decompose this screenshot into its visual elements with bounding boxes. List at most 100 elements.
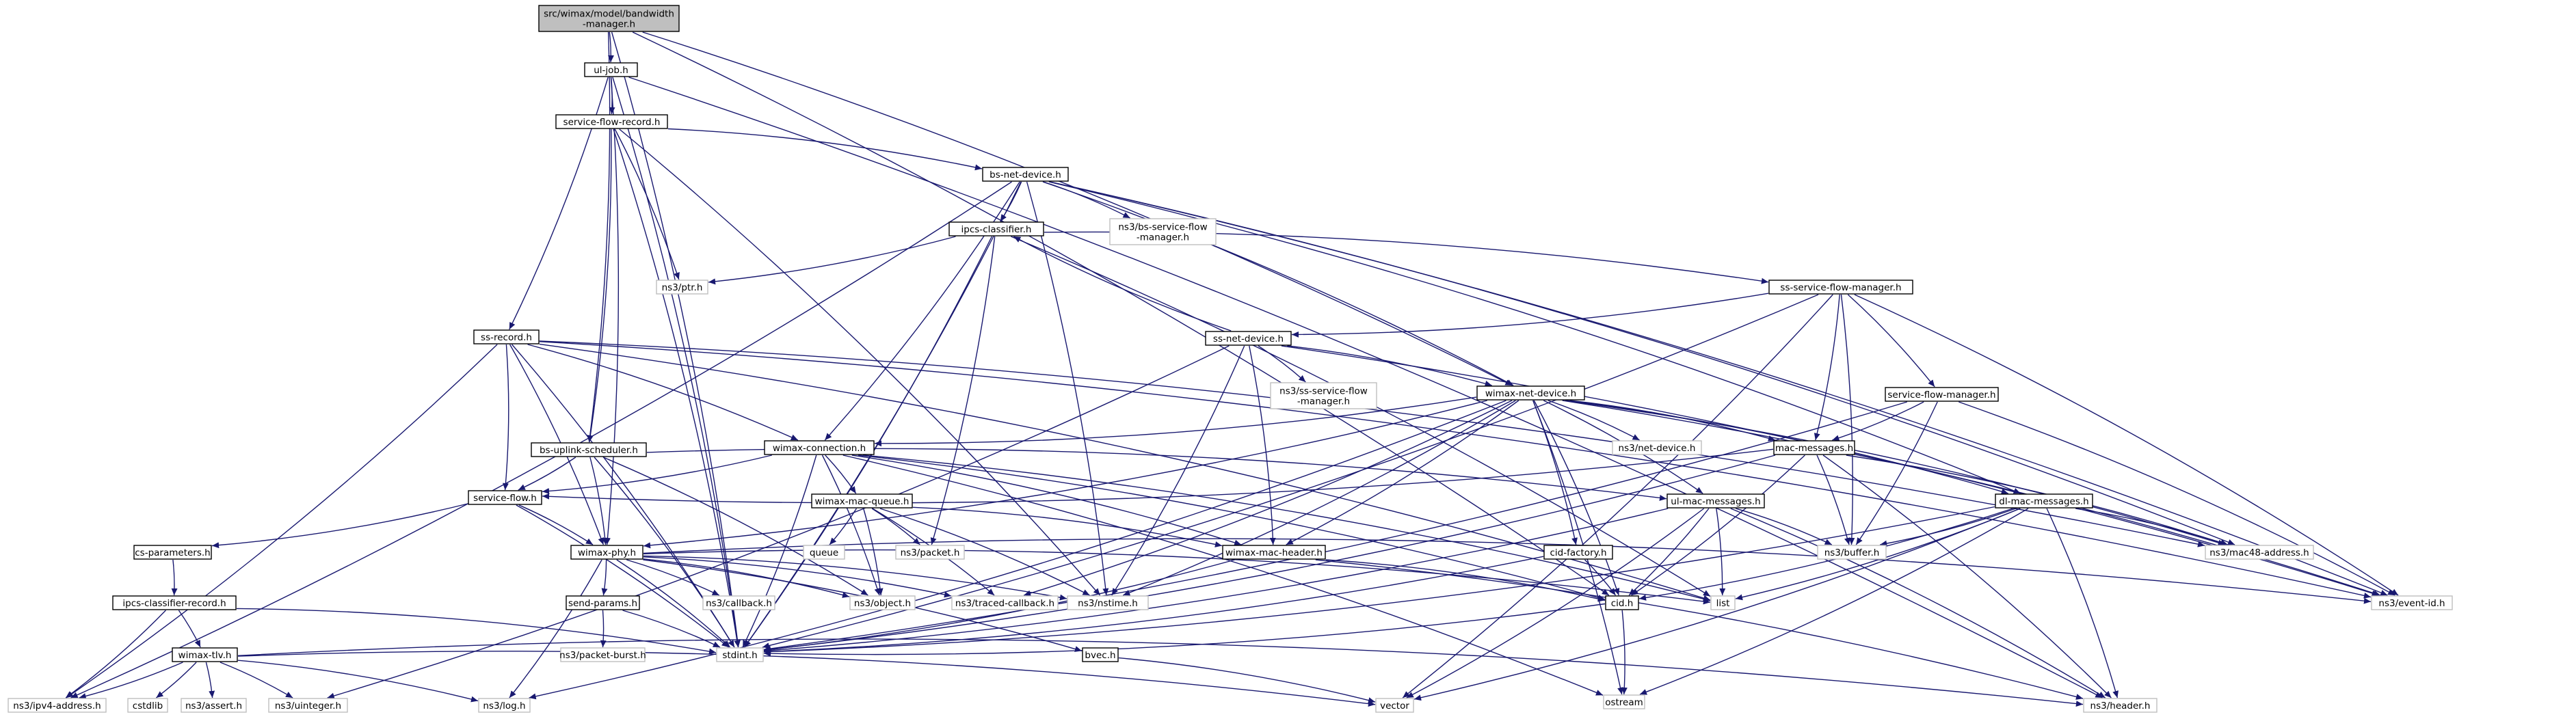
edge-wnet-to-log — [529, 400, 1506, 700]
edge-sssfm-to-buffer — [1840, 294, 1855, 545]
edge-macmsg-to-sf — [542, 448, 1774, 504]
node-pb-box — [560, 647, 646, 662]
node-sf-box — [468, 490, 542, 505]
node-sf[interactable]: service-flow.h — [468, 490, 542, 505]
node-wmh[interactable]: wimax-mac-header.h — [1222, 545, 1326, 560]
node-ipcsr[interactable]: ipcs-classifier-record.h — [112, 595, 237, 610]
node-bssfm-label-line-2: -manager.h — [1137, 232, 1189, 243]
edge-dlmac-to-header — [2046, 508, 2119, 698]
node-bsnet[interactable]: bs-net-device.h — [982, 167, 1069, 182]
edge-macmsg-to-mac48 — [1846, 455, 2228, 546]
node-wmq[interactable]: wimax-mac-queue.h — [811, 493, 913, 508]
node-csp[interactable]: cs-parameters.h — [133, 545, 212, 560]
edge-sfrec-to-nstime — [619, 128, 1101, 596]
edge-dlmac-to-mac48 — [2075, 508, 2229, 546]
node-wconn[interactable]: wimax-connection.h — [764, 440, 875, 455]
node-wtlv[interactable]: wimax-tlv.h — [172, 647, 238, 662]
node-cid-label: cid.h — [1611, 598, 1634, 609]
node-bvec[interactable]: bvec.h — [1082, 647, 1119, 662]
node-wphy-label: wimax-phy.h — [578, 547, 636, 558]
edge-wconn-to-ostream — [842, 455, 1604, 696]
node-wconn-label: wimax-connection.h — [773, 443, 866, 454]
node-sendp[interactable]: send-params.h — [566, 595, 640, 610]
node-bsnet-box — [982, 167, 1069, 182]
node-pb: ns3/packet-burst.h — [559, 647, 646, 662]
node-sf-label: service-flow.h — [473, 493, 537, 504]
edge-uljob-to-header — [628, 77, 2103, 698]
edge-uljob-to-stdint — [612, 77, 741, 648]
node-root-box — [538, 5, 680, 32]
node-vector: vector — [1375, 698, 1414, 713]
node-sendp-box — [566, 595, 640, 610]
node-nsss-label-line-1: ns3/ss-service-flow — [1279, 386, 1368, 397]
node-dlmac[interactable]: dl-mac-messages.h — [1995, 493, 2093, 508]
node-cid[interactable]: cid.h — [1605, 595, 1639, 610]
node-wnet[interactable]: wimax-net-device.h — [1476, 385, 1585, 401]
node-object: ns3/object.h — [849, 595, 916, 610]
node-ipcs[interactable]: ipcs-classifier.h — [948, 221, 1044, 236]
edge-wnet-to-mac48 — [1565, 400, 2225, 546]
node-list-label: list — [1716, 598, 1730, 609]
edge-wnet-to-nstime — [1122, 400, 1516, 596]
node-eventid-box — [2371, 595, 2453, 610]
node-cidf-label: cid-factory.h — [1550, 547, 1606, 558]
node-macmsg[interactable]: mac-messages.h — [1773, 440, 1855, 455]
edge-wconn-to-object — [821, 455, 881, 596]
edge-sfrec-to-stdint — [613, 128, 741, 648]
node-list-box — [1710, 595, 1736, 610]
node-buffer: ns3/buffer.h — [1817, 545, 1887, 560]
node-packet-label: ns3/packet.h — [901, 547, 960, 558]
edge-ssrec-to-sf — [503, 344, 509, 491]
node-tcb: ns3/traced-callback.h — [951, 595, 1059, 610]
edge-root-to-uljob — [607, 31, 614, 63]
node-sfm[interactable]: service-flow-manager.h — [1885, 387, 1999, 402]
node-root[interactable]: src/wimax/model/bandwidth-manager.h — [538, 5, 680, 32]
node-ulmac[interactable]: ul-mac-messages.h — [1667, 493, 1765, 508]
edge-ipcs-to-packet — [930, 236, 996, 545]
node-eventid: ns3/event-id.h — [2371, 595, 2453, 610]
node-mac48-box — [2205, 545, 2314, 560]
edge-wphy-to-stdint — [616, 559, 731, 648]
edge-wtlv-to-assert — [205, 662, 215, 698]
node-bsul[interactable]: bs-uplink-scheduler.h — [531, 442, 647, 457]
edge-bsnet-to-stdint — [743, 181, 1022, 648]
node-stdint-box — [716, 647, 764, 662]
node-bssfm-box — [1109, 218, 1217, 245]
node-ulmac-label: ul-mac-messages.h — [1671, 496, 1760, 507]
edge-sfm-to-stdint — [763, 401, 1908, 652]
edge-bsnet-to-ipv4 — [70, 181, 1012, 698]
node-uljob-box — [584, 62, 638, 77]
node-uljob[interactable]: ul-job.h — [584, 62, 638, 77]
node-sfrec-label: service-flow-record.h — [563, 117, 661, 128]
edge-wmq-to-nstime — [879, 508, 1090, 596]
edge-ssrec-to-ipv4 — [66, 344, 498, 698]
edge-ssnet-to-nstime — [1111, 345, 1245, 596]
edge-ipcsr-to-stdint — [236, 608, 717, 655]
node-wphy[interactable]: wimax-phy.h — [570, 545, 643, 560]
edge-wtlv-to-cstdlib — [155, 662, 197, 698]
node-packet-box — [895, 545, 965, 560]
node-sssfm[interactable]: ss-service-flow-manager.h — [1768, 280, 1913, 295]
edge-sssfm-to-sfm — [1847, 294, 1935, 388]
edge-ulmac-to-list — [1716, 508, 1726, 596]
node-cidf[interactable]: cid-factory.h — [1543, 545, 1613, 560]
edge-wconn-to-list — [862, 455, 1711, 602]
edge-bsnet-to-nstime — [1026, 181, 1109, 596]
edge-wmq-to-queue — [829, 508, 857, 545]
node-log: ns3/log.h — [478, 698, 531, 713]
node-vector-box — [1375, 698, 1414, 713]
node-sfrec[interactable]: service-flow-record.h — [555, 114, 668, 129]
edge-wconn-to-sf — [542, 455, 772, 494]
node-ssrec[interactable]: ss-record.h — [473, 329, 540, 344]
edge-sendp-to-pb — [600, 610, 607, 648]
edge-dlmac-to-cid — [1638, 508, 2013, 601]
node-nsss-box — [1270, 382, 1377, 409]
node-ipcsr-box — [112, 595, 237, 610]
edge-root-to-bsul — [587, 31, 611, 443]
node-bsul-label: bs-uplink-scheduler.h — [540, 445, 638, 456]
node-ssnet[interactable]: ss-net-device.h — [1205, 331, 1292, 346]
node-assert-box — [181, 698, 247, 713]
node-ptr-box — [656, 280, 708, 295]
node-wmh-label: wimax-mac-header.h — [1225, 547, 1323, 558]
